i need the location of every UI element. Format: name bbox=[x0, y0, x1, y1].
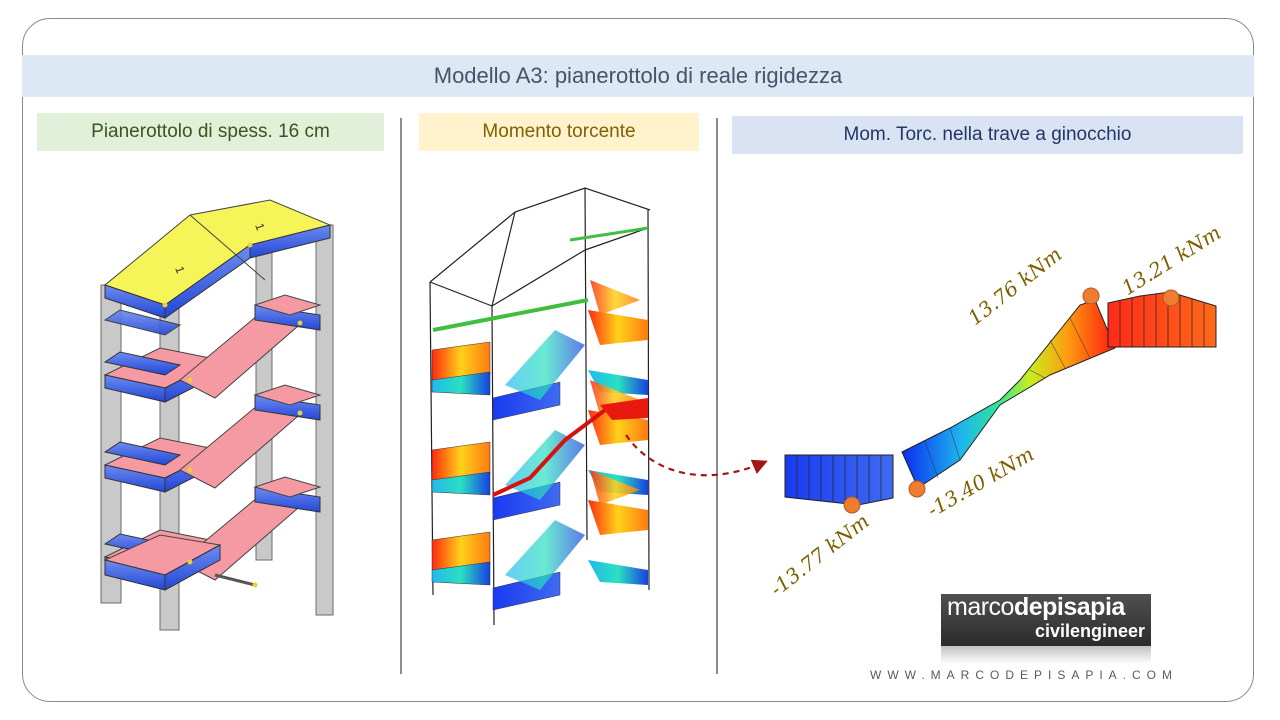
slide-title: Modello A3: pianerottolo di reale rigide… bbox=[22, 55, 1254, 97]
torsion-diagram-3d bbox=[429, 187, 651, 626]
left-panel-label: Pianerottolo di spess. 16 cm bbox=[37, 113, 384, 151]
dashed-arrow bbox=[625, 434, 768, 477]
marker-v3 bbox=[1082, 287, 1100, 305]
middle-panel-label: Momento torcente bbox=[419, 113, 699, 151]
logo-part1: marco bbox=[947, 593, 1014, 621]
marker-v4 bbox=[1162, 289, 1180, 307]
knee-beam-torsion-diagram bbox=[784, 287, 1217, 514]
logo-reflection bbox=[941, 646, 1151, 664]
svg-text:1: 1 bbox=[172, 264, 188, 275]
svg-text:1: 1 bbox=[252, 221, 268, 232]
logo-part2: depisapia bbox=[1013, 593, 1125, 621]
structure-3d-model: 1 1 bbox=[100, 199, 334, 631]
divider-left bbox=[400, 118, 402, 674]
marker-v1 bbox=[843, 496, 861, 514]
divider-right bbox=[716, 118, 718, 674]
website-url: WWW.MARCODEPISAPIA.COM bbox=[870, 668, 1179, 682]
marker-v2 bbox=[908, 480, 926, 498]
logo-sub: civilengineer bbox=[1034, 621, 1145, 641]
brand-logo: marcodepisapia civilengineer bbox=[941, 594, 1151, 646]
right-panel-label: Mom. Torc. nella trave a ginocchio bbox=[732, 116, 1243, 154]
